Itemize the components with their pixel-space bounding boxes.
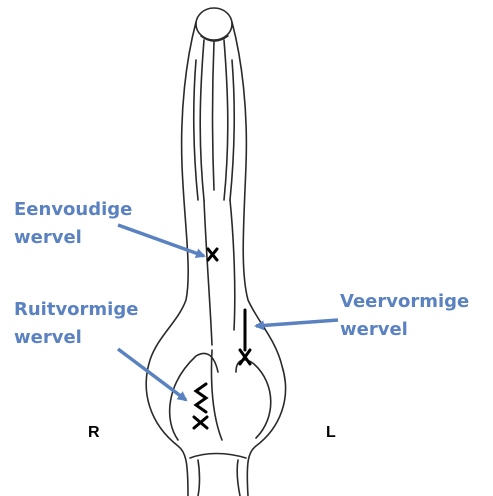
tendon-line-1 bbox=[200, 40, 204, 200]
knuckle-center bbox=[211, 350, 222, 440]
feather-whorl-label-line-2: wervel bbox=[340, 316, 469, 344]
simple-whorl-label-line-1: Eenvoudige bbox=[14, 196, 132, 224]
left-side-label: L bbox=[326, 424, 336, 442]
mid-line-right bbox=[230, 200, 235, 330]
finger-right-contour bbox=[232, 22, 286, 496]
feather-whorl-marker bbox=[240, 310, 250, 364]
knuckle-right bbox=[236, 360, 271, 438]
tendon-line-4 bbox=[194, 60, 198, 200]
simple-whorl-marker bbox=[208, 249, 217, 260]
simple-whorl-label-line-2: wervel bbox=[14, 224, 132, 252]
base-crease bbox=[190, 454, 246, 459]
base-line-left bbox=[198, 460, 200, 496]
feather-whorl-label: Veervormige wervel bbox=[340, 288, 469, 344]
diamond-whorl-marker bbox=[194, 384, 207, 428]
tendon-line-2 bbox=[213, 42, 215, 190]
feather-whorl-arrow bbox=[256, 320, 338, 326]
fingernail bbox=[196, 8, 232, 40]
tendon-line-5 bbox=[230, 60, 234, 200]
tendon-line-3 bbox=[224, 40, 228, 200]
base-line-right bbox=[237, 460, 240, 496]
diamond-whorl-label-line-1: Ruitvormige bbox=[14, 296, 138, 324]
mid-line-left bbox=[204, 200, 212, 345]
diamond-whorl-label-line-2: wervel bbox=[14, 324, 138, 352]
feather-whorl-label-line-1: Veervormige bbox=[340, 288, 469, 316]
diamond-whorl-label: Ruitvormige wervel bbox=[14, 296, 138, 352]
simple-whorl-label: Eenvoudige wervel bbox=[14, 196, 132, 252]
right-side-label: R bbox=[88, 424, 100, 442]
